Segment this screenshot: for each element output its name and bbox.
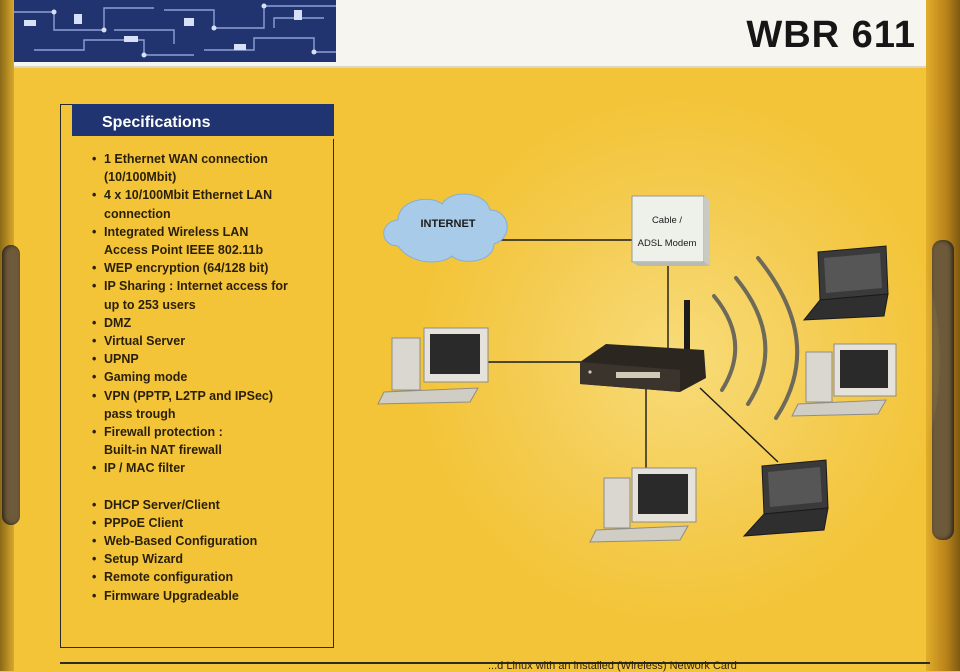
spec-item: • UPNP: [92, 352, 139, 367]
spec-item: • WEP encryption (64/128 bit): [92, 261, 269, 276]
laptop-icon: [742, 459, 829, 537]
router-icon: [580, 300, 706, 392]
desktop-computer-icon: [377, 327, 489, 405]
model-title: WBR 611: [746, 14, 916, 56]
spec-item: • Firewall protection :Built-in NAT fire…: [92, 425, 223, 458]
wireless-waves-icon: [712, 256, 800, 420]
circuit-board-graphic: [14, 0, 336, 62]
spec-item: •Remote configuration: [92, 570, 234, 585]
spec-item: • Virtual Server: [92, 334, 186, 349]
spec-item: • 1 Ethernet WAN connection(10/100Mbit): [92, 152, 268, 185]
handle-slot-left: [2, 245, 20, 525]
footer-text: ...d Linux with an installed (Wireless) …: [488, 660, 737, 672]
spec-item: •Web-Based Configuration: [92, 534, 258, 549]
spec-item: • DMZ: [92, 315, 132, 330]
spec-item: •Setup Wizard: [92, 552, 184, 567]
modem-icon: [631, 195, 710, 266]
specifications-list: • 1 Ethernet WAN connection(10/100Mbit) …: [92, 150, 328, 605]
internet-label: INTERNET: [420, 218, 476, 230]
internet-cloud-icon: [383, 193, 508, 263]
spec-item: • Gaming mode: [92, 370, 188, 385]
laptop-icon: [802, 245, 889, 321]
desktop-computer-icon: [589, 467, 697, 543]
desktop-computer-icon: [791, 343, 897, 417]
spec-item: • VPN (PPTP, L2TP and IPSec)pass trough: [92, 388, 274, 421]
line-router-laptop-bottom: [699, 387, 779, 463]
specifications-header-bar: [72, 104, 334, 139]
modem-label: Cable / ADSL Modem: [637, 215, 697, 249]
spec-item: •DHCP Server/Client: [92, 497, 220, 512]
spec-item: •Firmware Upgradeable: [92, 588, 239, 603]
footer-divider: [60, 662, 930, 664]
spec-item: •PPPoE Client: [92, 515, 184, 530]
spec-item: • IP / MAC filter: [92, 461, 186, 476]
handle-slot-right: [932, 240, 954, 540]
specifications-title: Specifications: [102, 114, 211, 131]
